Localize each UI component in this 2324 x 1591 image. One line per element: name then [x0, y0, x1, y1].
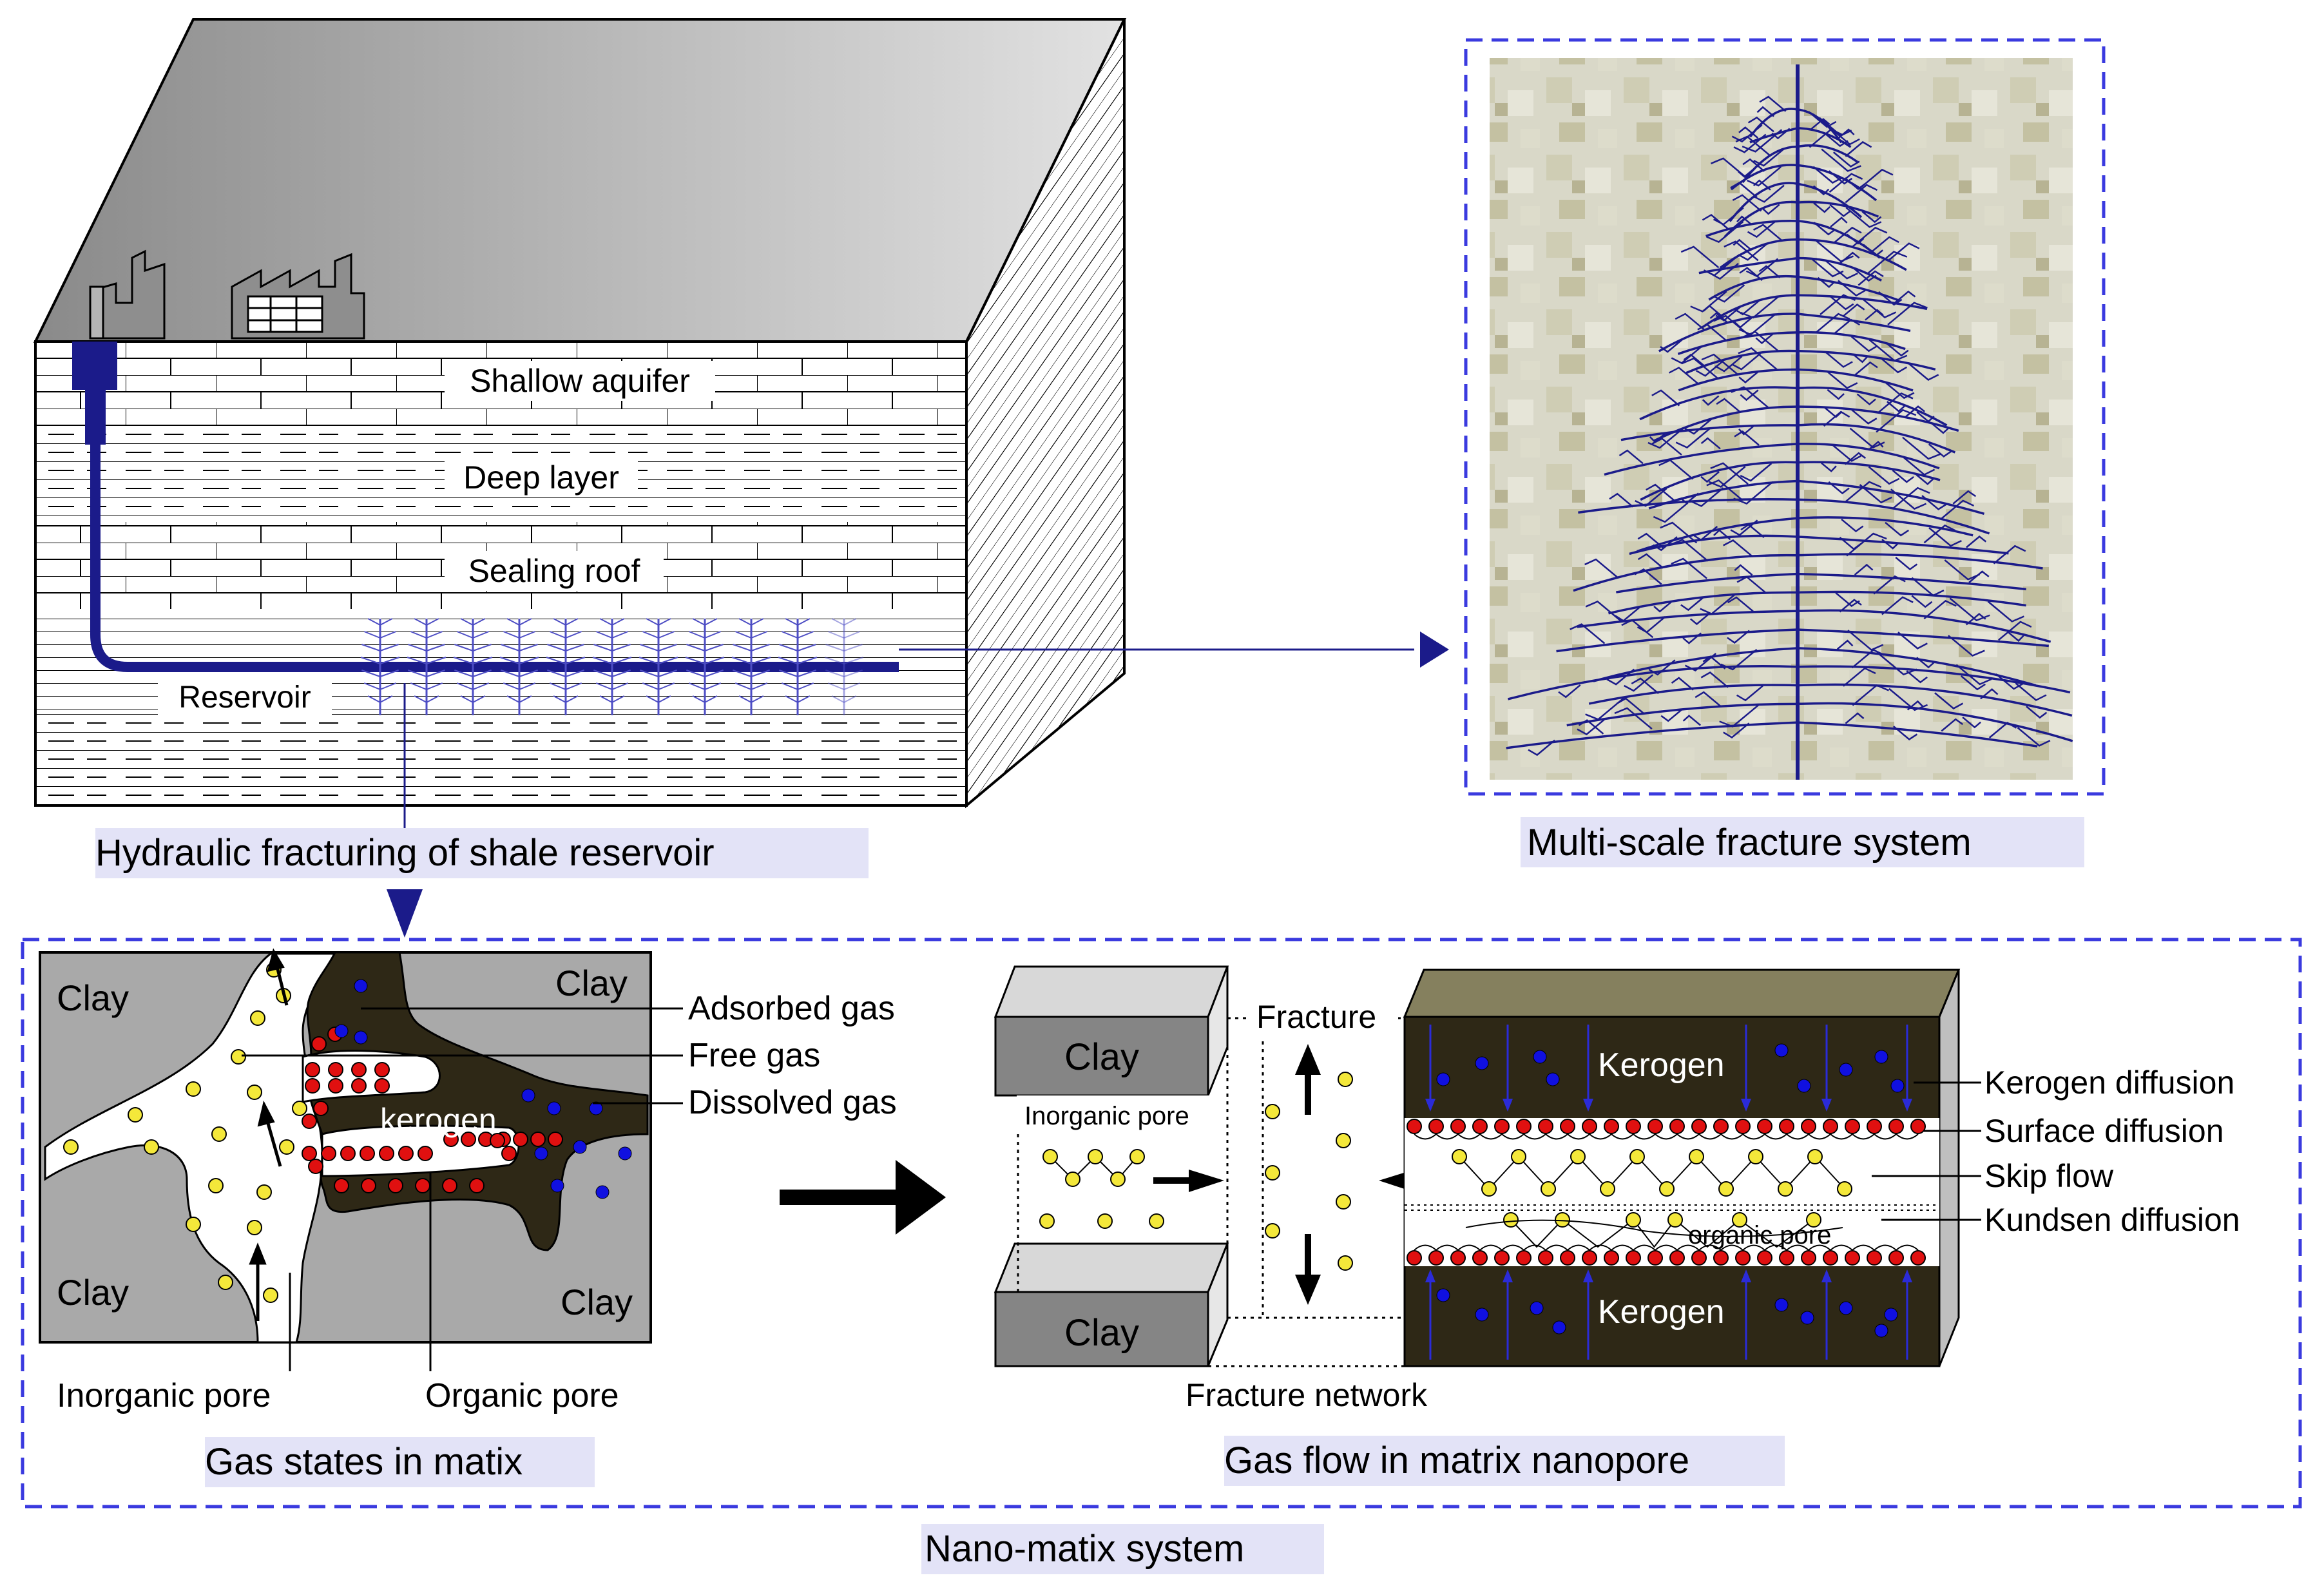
gas-states-panel: Clay Clay Clay Clay kerogen Adsorbed gas… — [39, 948, 897, 1414]
label-reservoir: Reservoir — [178, 680, 311, 715]
plant-icon — [231, 253, 365, 340]
label-shallow-aquifer: Shallow aquifer — [470, 363, 690, 399]
gas-flow-panel: Clay Clay Inorganic pore Fracture Fractu… — [994, 965, 2240, 1413]
caption-gas-states: Gas states in matix — [205, 1441, 523, 1483]
arrow-icon — [387, 889, 423, 938]
gas-particles — [63, 962, 632, 1303]
caption-nano-matix: Nano-matix system — [925, 1528, 1244, 1570]
arrow-icon — [1153, 1044, 1450, 1305]
block-top-face — [33, 18, 1127, 343]
wellbore — [72, 342, 899, 672]
clay-label: Clay — [1064, 1036, 1139, 1078]
clay-label: Clay — [555, 963, 628, 1003]
legend-adsorbed-gas: Adsorbed gas — [688, 990, 895, 1027]
legend-free-gas: Free gas — [688, 1037, 820, 1074]
caption-multi-scale: Multi-scale fracture system — [1527, 822, 1972, 863]
inorganic-pore — [44, 952, 337, 1344]
caption-gas-flow: Gas flow in matrix nanopore — [1224, 1440, 1689, 1481]
arrow-icon — [249, 948, 289, 1321]
label-sealing-roof: Sealing roof — [468, 553, 640, 589]
nano-matix-frame — [21, 938, 2302, 1509]
shale-block: Shallow aquifer Deep layer Sealing roof … — [33, 18, 1449, 938]
label-deep-layer: Deep layer — [463, 459, 619, 496]
label-organic-pore: organic pore — [1688, 1221, 1831, 1249]
label-inorganic-pore: Inorganic pore — [1024, 1102, 1189, 1130]
layer-bottom — [35, 712, 966, 805]
label-kerogen-diffusion: Kerogen diffusion — [1984, 1065, 2234, 1101]
fracture-tree-icon — [1506, 64, 2073, 780]
legend-dissolved-gas: Dissolved gas — [688, 1084, 897, 1121]
fracture-stages — [360, 618, 864, 715]
label-fracture: Fracture — [1256, 999, 1376, 1035]
clay-label: Clay — [1064, 1312, 1139, 1354]
kerogen-label: Kerogen — [1598, 1293, 1725, 1331]
label-inorganic-pore: Inorganic pore — [57, 1377, 271, 1414]
kerogen-label: Kerogen — [1598, 1046, 1725, 1084]
factory-icon — [89, 249, 166, 340]
clay-label: Clay — [561, 1282, 633, 1322]
caption-hydraulic-fracturing: Hydraulic fracturing of shale reservoir — [95, 832, 715, 874]
label-fracture-network: Fracture network — [1186, 1377, 1428, 1413]
fracture-system-panel — [1464, 38, 2106, 796]
arrow-icon — [1420, 632, 1449, 668]
kerogen-label: kerogen — [380, 1102, 497, 1138]
label-surface-diffusion: Surface diffusion — [1984, 1113, 2224, 1149]
arrow-icon — [780, 1160, 946, 1235]
label-organic-pore: Organic pore — [425, 1377, 619, 1414]
clay-label: Clay — [57, 978, 129, 1018]
gas-flow-particles — [1039, 1025, 1926, 1360]
label-kundsen-diffusion: Kundsen diffusion — [1984, 1202, 2240, 1238]
clay-label: Clay — [57, 1272, 129, 1313]
label-skip-flow: Skip flow — [1984, 1158, 2114, 1194]
